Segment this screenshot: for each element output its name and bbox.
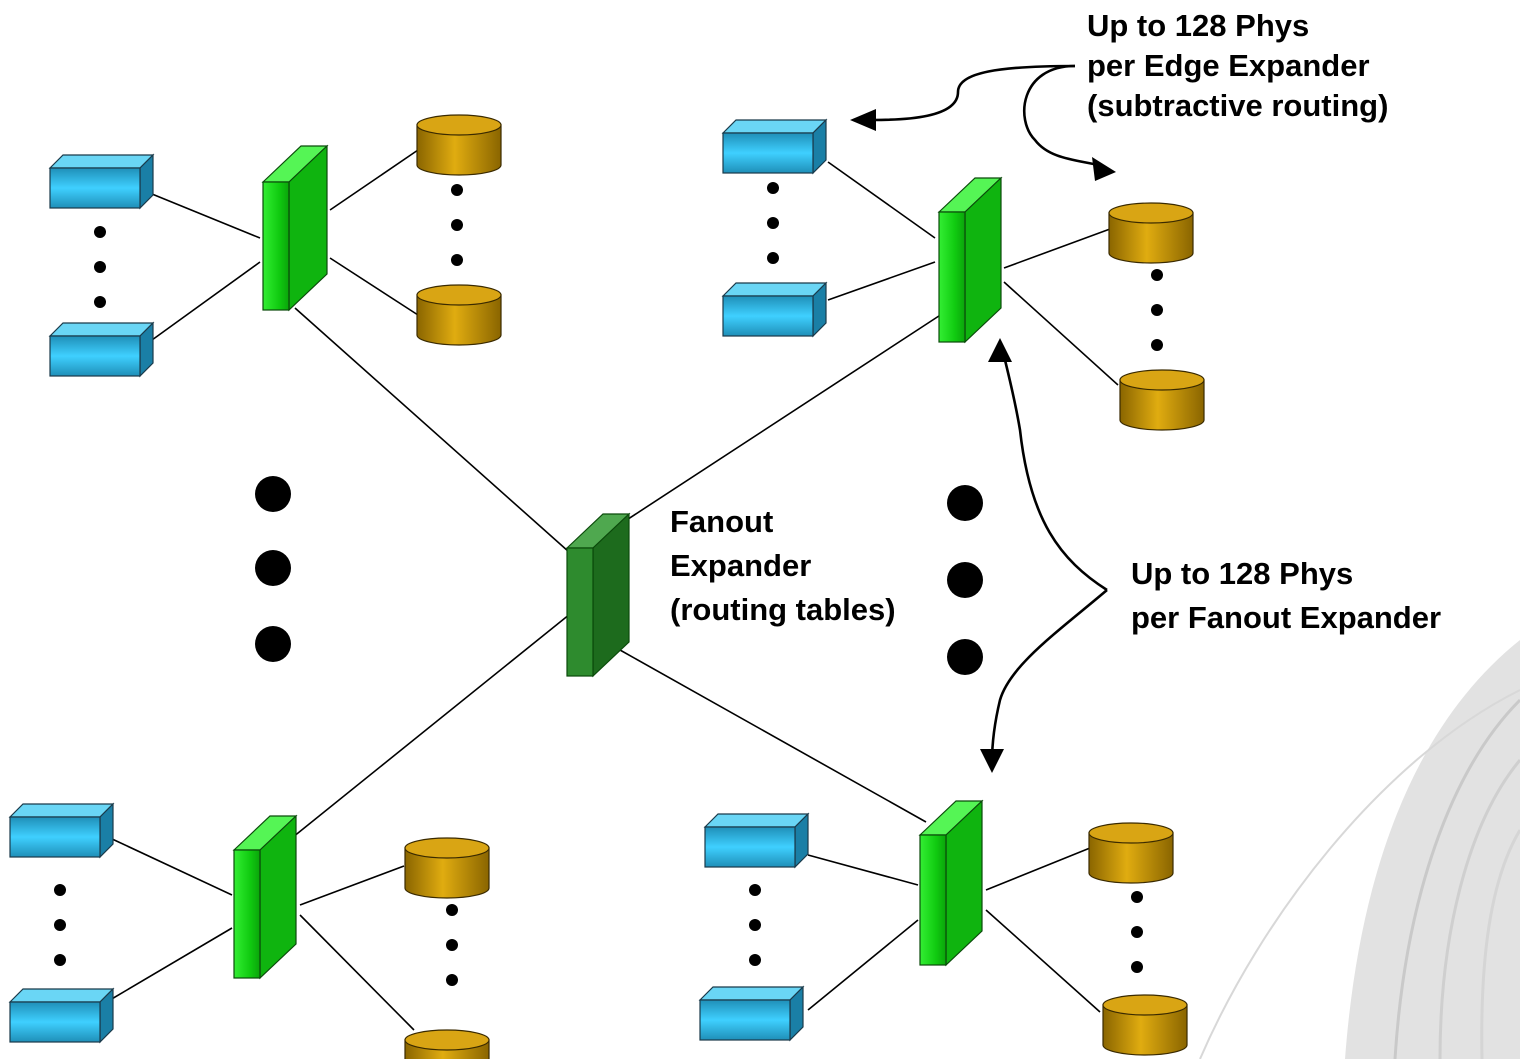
disk-icon	[1102, 994, 1188, 1056]
disk-icon	[1088, 822, 1174, 884]
fanout-expander-label-line3: (routing tables)	[670, 592, 896, 627]
fanout-expander-icon	[565, 512, 631, 678]
host-boxes	[8, 118, 828, 1044]
disk-cylinders	[404, 114, 1205, 1059]
host-box-icon	[48, 153, 155, 210]
arrow-down-fanout	[990, 589, 1108, 763]
disk-icon	[416, 114, 502, 176]
fanout-expander-label: Fanout Expander (routing tables)	[670, 500, 896, 632]
disk-icon	[1108, 202, 1194, 264]
arrowhead-left-icon	[850, 109, 876, 131]
edge-expander-label-line2: per Edge Expander	[1087, 48, 1370, 83]
host-box-icon	[721, 281, 828, 338]
edge-expander-icon	[937, 176, 1003, 344]
arrowhead-down-icon	[980, 749, 1004, 773]
edge-expander-label: Up to 128 Phys per Edge Expander (subtra…	[1087, 6, 1388, 126]
fanout-expander-label-line1: Fanout	[670, 504, 774, 539]
host-box-icon	[721, 118, 828, 175]
edge-expander-icon	[232, 814, 298, 980]
fanout-phys-label-line2: per Fanout Expander	[1131, 600, 1442, 635]
edge-expander-label-line3: (subtractive routing)	[1087, 88, 1389, 123]
disk-icon	[1119, 369, 1205, 431]
fanout-expander-label-line2: Expander	[670, 548, 812, 583]
host-box-icon	[48, 321, 155, 378]
edge-expander-icon	[918, 799, 984, 967]
annotation-arrows	[871, 64, 1108, 763]
expanders	[232, 144, 1003, 980]
ellipsis-dots	[54, 182, 1163, 986]
disk-icon	[416, 284, 502, 346]
fanout-phys-label-line1: Up to 128 Phys	[1131, 556, 1354, 591]
arrow-up-fanout	[1001, 351, 1108, 592]
connection-lines	[109, 149, 1119, 1031]
arrowhead-up-icon	[988, 338, 1012, 362]
fanout-phys-label: Up to 128 Phys per Fanout Expander	[1131, 552, 1441, 640]
host-box-icon	[698, 985, 805, 1042]
large-ellipsis-dots	[255, 476, 983, 675]
edge-expander-label-line1: Up to 128 Phys	[1087, 8, 1310, 43]
host-box-icon	[8, 802, 115, 859]
edge-expander-icon	[261, 144, 329, 312]
background-swirl	[1199, 640, 1520, 1059]
host-box-icon	[8, 987, 115, 1044]
disk-icon	[404, 837, 490, 899]
arrowhead-right-icon	[1092, 157, 1116, 181]
arrow-to-host	[871, 64, 1076, 122]
host-box-icon	[703, 812, 810, 869]
arrow-to-disk	[1022, 64, 1103, 168]
disk-icon	[404, 1029, 490, 1059]
